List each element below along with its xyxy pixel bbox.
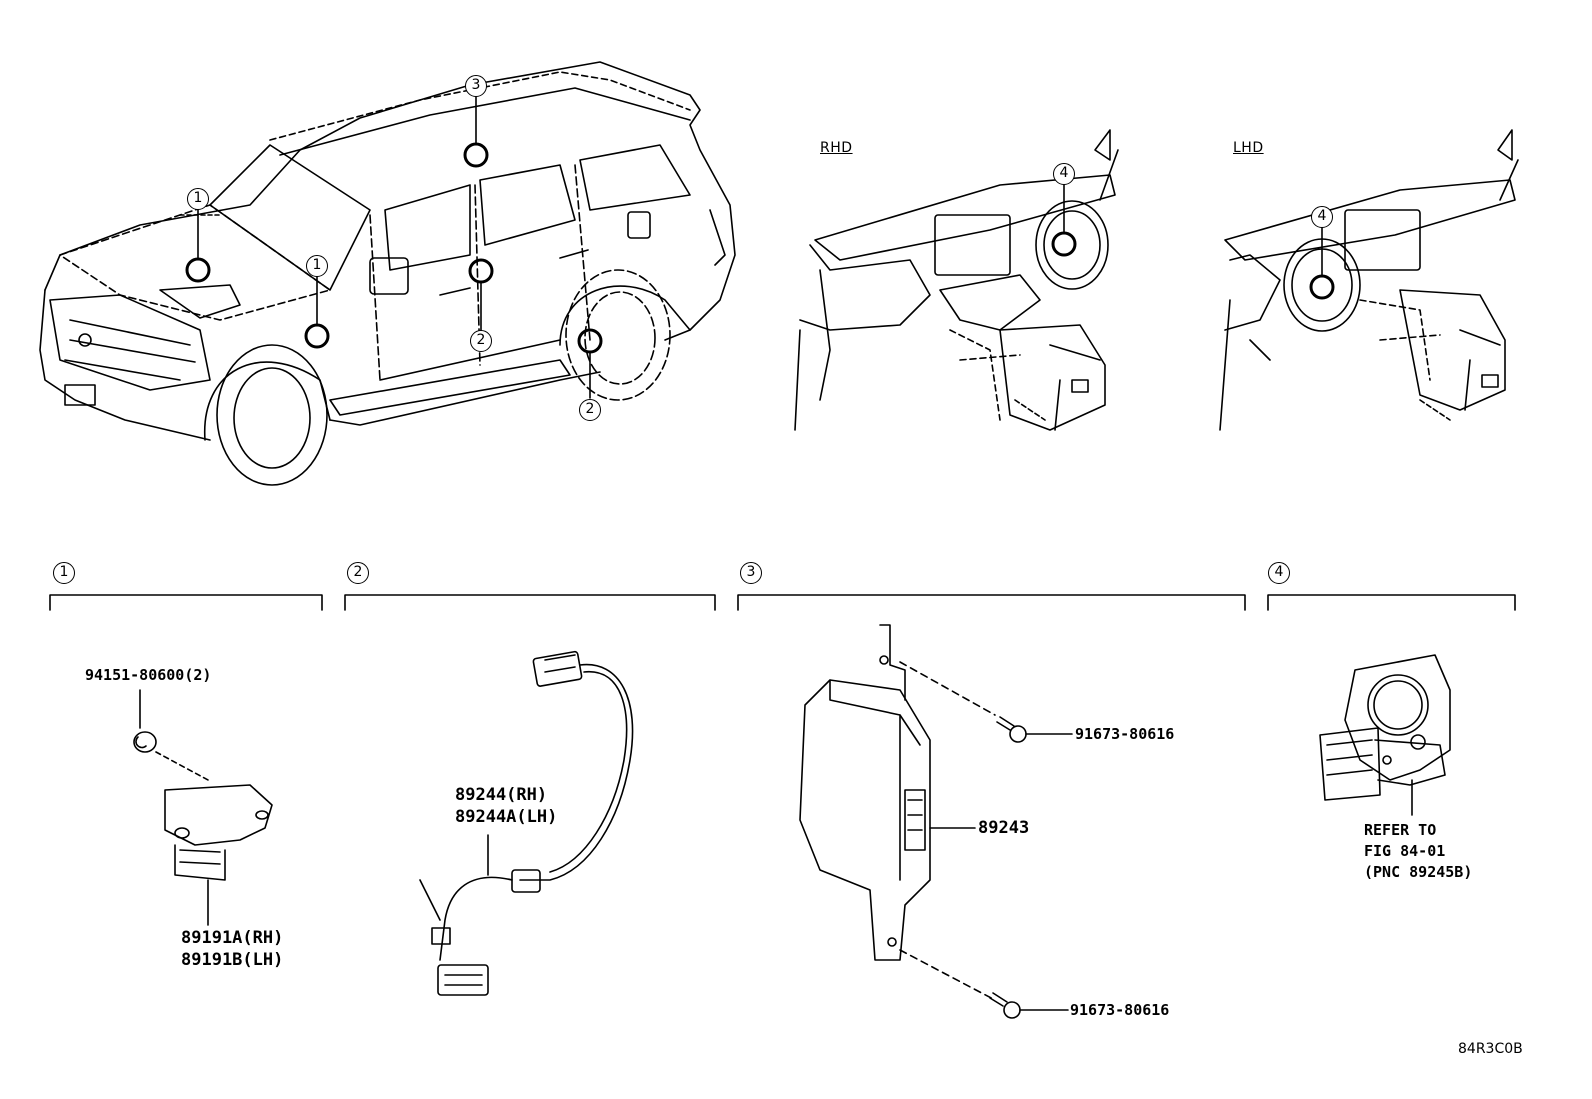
section-brackets: [49, 594, 1516, 611]
s4-reference-line-2: FIG 84-01: [1364, 842, 1446, 860]
section-2-number: 2: [347, 562, 369, 584]
s4-part-art: [1319, 654, 1451, 816]
rhd-interior-illustration: [794, 129, 1119, 431]
callout-2-wheel: 2: [579, 399, 601, 421]
s1-part-art: [133, 689, 273, 926]
callout-1-pillar: 1: [306, 255, 328, 277]
callout-2-door: 2: [470, 330, 492, 352]
callout-1-hood: 1: [187, 188, 209, 210]
section-3-number: 3: [740, 562, 762, 584]
s3-module-part-number: 89243: [978, 818, 1030, 838]
section-4-number: 4: [1268, 562, 1290, 584]
lhd-interior-illustration: [1219, 129, 1519, 431]
s2-harness-rh-part-number: 89244(RH): [455, 785, 548, 805]
callout-4-lhd: 4: [1311, 206, 1333, 228]
illustration-code: 84R3C0B: [1458, 1041, 1523, 1057]
callout-3-roof: 3: [465, 75, 487, 97]
s1-sensor-rh-part-number: 89191A(RH): [181, 928, 284, 948]
rhd-view-label: RHD: [820, 140, 853, 156]
s4-reference-line-1: REFER TO: [1364, 821, 1437, 839]
s2-part-art: [419, 650, 634, 996]
callout-4-rhd: 4: [1053, 163, 1075, 185]
s4-reference-line-3: (PNC 89245B): [1364, 863, 1473, 881]
lhd-view-label: LHD: [1233, 140, 1264, 156]
s3-part-art: [799, 624, 1073, 1019]
s1-bolt-part-number: 94151-80600(2): [85, 666, 212, 684]
s2-harness-lh-part-number: 89244A(LH): [455, 807, 558, 827]
vehicle-illustration: [39, 61, 736, 486]
s3-bolt-top-part-number: 91673-80616: [1075, 725, 1175, 743]
s3-bolt-bottom-part-number: 91673-80616: [1070, 1001, 1170, 1019]
s1-sensor-lh-part-number: 89191B(LH): [181, 950, 284, 970]
section-1-number: 1: [53, 562, 75, 584]
